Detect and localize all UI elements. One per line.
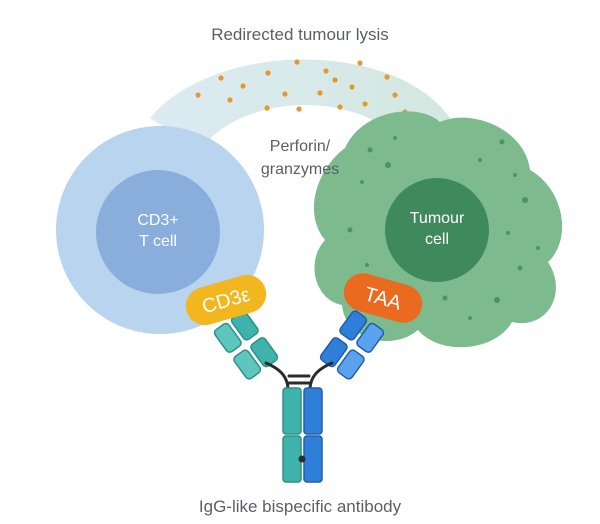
t-cell-nucleus <box>96 170 220 294</box>
granule <box>349 84 355 90</box>
diagram-title: Redirected tumour lysis <box>211 25 389 44</box>
tumour-cell-speckles <box>347 136 540 320</box>
taa-badge: TAA <box>343 273 423 323</box>
granule <box>264 105 270 111</box>
lysis-arc <box>150 59 450 150</box>
granule <box>296 106 302 112</box>
granule <box>195 92 201 98</box>
bispecific-antibody: CD3ε TAA <box>185 273 423 483</box>
granule <box>384 74 390 80</box>
hinge-region <box>264 361 334 390</box>
tumour-cell: Tumour cell <box>313 111 563 348</box>
granule <box>227 97 233 103</box>
tumour-cell-nucleus <box>385 178 489 282</box>
granule <box>323 68 329 74</box>
tumour-cell-label-line2: cell <box>425 231 449 248</box>
fc-junction-dot <box>298 455 306 463</box>
perforin-label-line1: Perforin/ <box>270 138 331 155</box>
t-cell-label-line1: CD3+ <box>137 212 178 229</box>
fc-region <box>282 387 323 483</box>
granule <box>332 77 338 83</box>
granule <box>392 92 398 98</box>
granule <box>265 70 271 76</box>
granule <box>362 101 368 107</box>
granule <box>357 60 363 66</box>
granule <box>337 104 343 110</box>
perforin-label-line2: granzymes <box>261 161 339 178</box>
right-fab-arm <box>319 310 385 380</box>
tumour-cell-label-line1: Tumour <box>410 210 465 227</box>
left-fab-arm <box>213 310 279 380</box>
granule <box>317 90 323 96</box>
antibody-caption: IgG-like bispecific antibody <box>199 497 402 516</box>
t-cell: CD3+ T cell <box>56 126 264 334</box>
granule <box>282 91 288 97</box>
granule <box>294 59 300 65</box>
granule <box>240 83 246 89</box>
granzyme-granules <box>195 59 408 123</box>
t-cell-label-line2: T cell <box>139 233 177 250</box>
cd3-epsilon-badge: CD3ε <box>185 274 267 326</box>
granule <box>218 75 224 81</box>
